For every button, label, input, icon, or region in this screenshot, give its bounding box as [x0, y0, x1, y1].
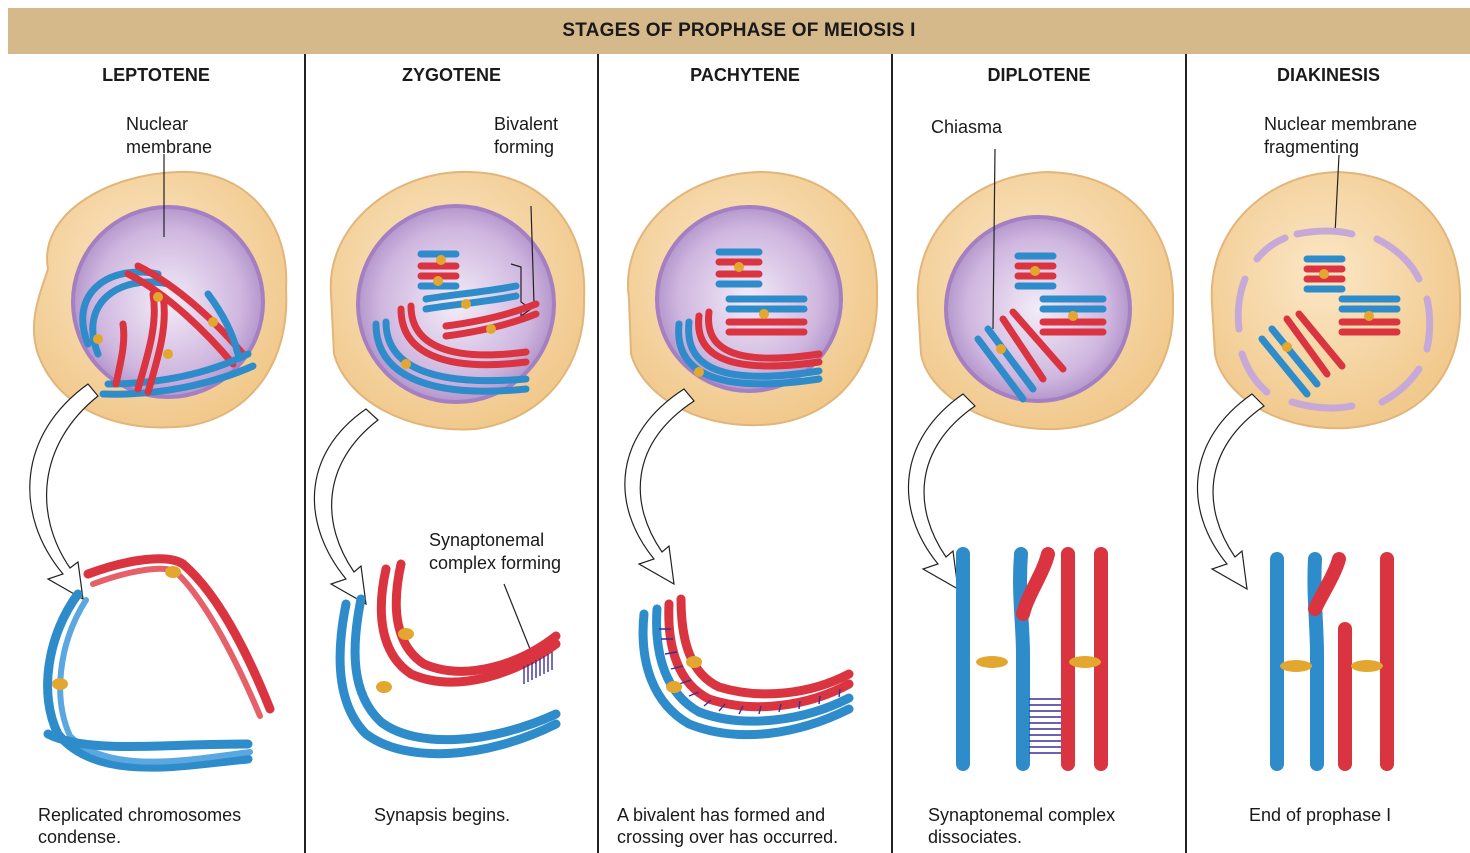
panel-leptotene: LEPTOTENE Nuclear membrane Replicat — [8, 54, 304, 853]
caption-pachytene: A bivalent has formed and crossing over … — [617, 804, 838, 848]
figure-title: STAGES OF PROPHASE OF MEIOSIS I — [8, 8, 1470, 54]
panel-pachytene: PACHYTENE A bivalent has formed and cros… — [599, 54, 891, 853]
title-banner: STAGES OF PROPHASE OF MEIOSIS I — [8, 8, 1470, 54]
caption-diakinesis: End of prophase I — [1249, 804, 1391, 826]
panel-diplotene: DIPLOTENE Chiasma Synaptonemal complex d… — [893, 54, 1185, 853]
caption-diplotene: Synaptonemal complex dissociates. — [928, 804, 1115, 848]
diplotene-illustration — [893, 54, 1185, 799]
panel-zygotene: ZYGOTENE Bivalent forming Synaptonemal c… — [306, 54, 597, 853]
caption-leptotene: Replicated chromosomes condense. — [38, 804, 241, 848]
diakinesis-illustration — [1187, 54, 1470, 799]
zygotene-illustration — [306, 54, 597, 799]
leptotene-illustration — [8, 54, 304, 799]
panel-diakinesis: DIAKINESIS Nuclear membrane fragmenting — [1187, 54, 1470, 853]
caption-zygotene: Synapsis begins. — [374, 804, 510, 826]
pachytene-illustration — [599, 54, 891, 799]
